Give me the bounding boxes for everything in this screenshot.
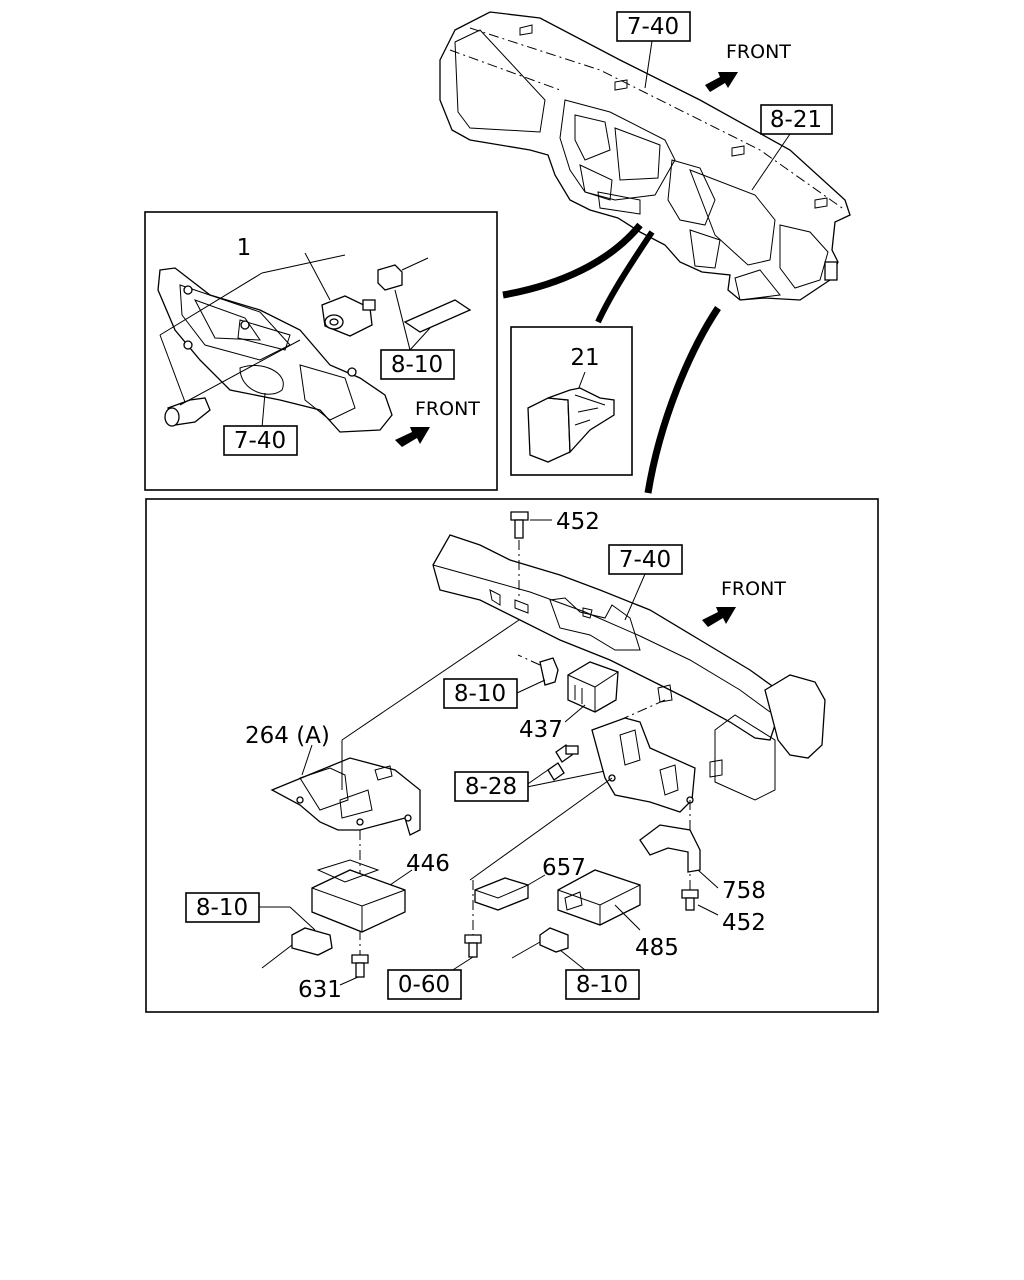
front-label-main: FRONT <box>721 578 786 600</box>
bracket-264a <box>270 757 421 836</box>
front-label-top: FRONT <box>726 41 791 63</box>
front-arrow-top <box>705 72 738 92</box>
ref-485: 485 <box>635 935 679 961</box>
ref-8-10-inset: 8-10 <box>391 352 443 378</box>
front-arrow-main <box>702 607 736 627</box>
module-485 <box>557 869 641 931</box>
ref-0-60: 0-60 <box>398 972 450 998</box>
ref-657: 657 <box>542 855 586 881</box>
front-label-inset: FRONT <box>415 398 480 420</box>
relay-437 <box>567 661 619 713</box>
ref-7-40-main: 7-40 <box>619 547 671 573</box>
ref-8-10-b: 8-10 <box>196 895 248 921</box>
screw-452-top <box>510 511 552 600</box>
ref-264a: 264 (A) <box>245 723 330 749</box>
ref-758: 758 <box>722 878 766 904</box>
ref-8-10-a: 8-10 <box>454 681 506 707</box>
main-callouts: 452 7-40 FRONT 8-10 437 264 (A) 8-28 446… <box>185 509 786 1003</box>
ref-446: 446 <box>406 851 450 877</box>
inset-panel-part-21: 21 <box>510 326 633 476</box>
module-446 <box>311 859 413 933</box>
screw-452-bottom <box>681 889 719 916</box>
ref-8-10-c: 8-10 <box>576 972 628 998</box>
ref-452-bottom: 452 <box>722 910 766 936</box>
ref-437: 437 <box>519 717 563 743</box>
ref-631: 631 <box>298 977 342 1003</box>
ref-8-28: 8-28 <box>465 774 517 800</box>
main-panel <box>145 498 879 1013</box>
inset-1-callouts: 1 8-10 FRONT 7-40 <box>223 235 480 456</box>
dashboard-callouts: 7-40 FRONT 8-21 <box>616 11 833 191</box>
dashboard-illustration <box>439 11 851 301</box>
ref-part-1: 1 <box>237 235 252 261</box>
front-arrow-inset <box>395 427 430 447</box>
bracket-middle <box>591 717 696 813</box>
screw-631 <box>339 954 369 986</box>
ref-452-top: 452 <box>556 509 600 535</box>
screw-8-28 <box>521 744 611 789</box>
ref-7-40-top: 7-40 <box>627 14 679 40</box>
ref-part-21: 21 <box>570 345 599 371</box>
inset-panel-part-1 <box>144 211 498 491</box>
ref-8-21: 8-21 <box>770 107 822 133</box>
bracket-758 <box>639 824 719 889</box>
ref-7-40-inset: 7-40 <box>234 428 286 454</box>
plate-657 <box>474 874 546 911</box>
leader-curves <box>502 222 721 494</box>
